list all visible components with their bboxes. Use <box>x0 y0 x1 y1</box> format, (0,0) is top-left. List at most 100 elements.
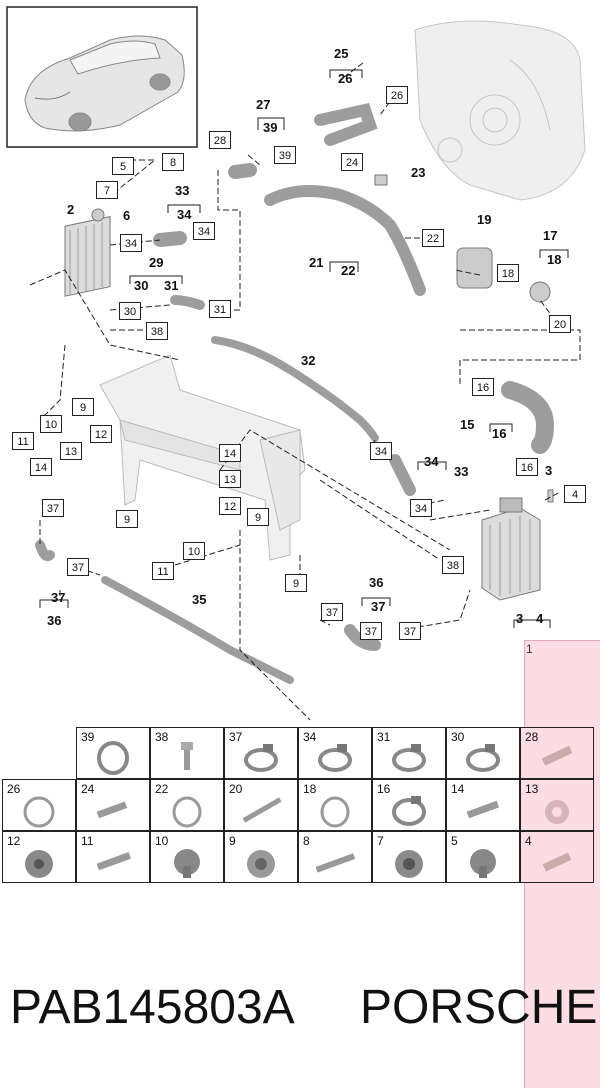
part-cell: 9 <box>224 831 298 883</box>
ref-number: 32 <box>301 353 316 368</box>
part-cell: 28 <box>520 727 594 779</box>
callout-box: 12 <box>219 497 241 515</box>
callout-box: 34 <box>410 499 432 517</box>
callout-box: 34 <box>120 234 142 252</box>
ref-number: 31 <box>164 278 179 293</box>
ref-number: 37 <box>51 590 66 605</box>
ref-number: 22 <box>341 263 356 278</box>
ref-number: 15 <box>460 417 475 432</box>
part-cell: 13 <box>520 779 594 831</box>
ref-number: 4 <box>536 611 544 626</box>
part-cell: 12 <box>2 831 76 883</box>
bolt-icon <box>315 853 356 873</box>
hose-clamp-icon <box>466 744 500 772</box>
ref-number: 27 <box>256 97 271 112</box>
callout-box: 9 <box>116 510 138 528</box>
callout-box: 13 <box>60 442 82 460</box>
components-small <box>91 174 554 503</box>
parts-grid: 39 38 37 34 31 30 28 26 24 22 20 18 16 1… <box>2 727 598 887</box>
exploded-view-drawing <box>6 6 586 721</box>
ref-number: 18 <box>547 252 562 267</box>
ref-number: 2 <box>67 202 75 217</box>
callout-box: 37 <box>67 558 89 576</box>
hose-clamp-icon <box>318 744 352 772</box>
callout-box: 10 <box>40 415 62 433</box>
ref-number: 36 <box>47 613 62 628</box>
ref-number: 33 <box>175 183 190 198</box>
ref-number: 37 <box>371 599 386 614</box>
callout-box: 4 <box>564 485 586 503</box>
ring-icon <box>23 796 55 828</box>
hose-clamp-icon <box>244 744 278 772</box>
hose-clamp-icon <box>392 744 426 772</box>
ref-number: 36 <box>369 575 384 590</box>
callout-box: 12 <box>90 425 112 443</box>
callout-box: 37 <box>399 622 421 640</box>
callout-box: 22 <box>422 229 444 247</box>
part-cell: 39 <box>76 727 150 779</box>
ref-number: 3 <box>516 611 524 626</box>
hose-clamp-icon <box>392 796 426 826</box>
callout-box: 38 <box>442 556 464 574</box>
part-cell: 37 <box>224 727 298 779</box>
ref-number: 29 <box>149 255 164 270</box>
part-cell: 8 <box>298 831 372 883</box>
callout-box: 24 <box>341 153 363 171</box>
ring-icon <box>320 796 350 828</box>
callout-box: 8 <box>162 153 184 171</box>
callout-box: 13 <box>219 470 241 488</box>
callout-box: 16 <box>472 378 494 396</box>
brand-name: PORSCHE <box>360 981 598 1034</box>
callout-box: 14 <box>30 458 52 476</box>
part-cell: 38 <box>150 727 224 779</box>
ref-number: 6 <box>123 208 131 223</box>
callout-box: 37 <box>360 622 382 640</box>
ref-number: 33 <box>454 464 469 479</box>
ring-icon <box>172 796 202 828</box>
callout-box: 10 <box>183 542 205 560</box>
engine-block <box>414 20 586 201</box>
clip-icon <box>181 742 193 770</box>
ref-number: 34 <box>177 207 192 222</box>
part-cell: 22 <box>150 779 224 831</box>
callout-box: 7 <box>96 181 118 199</box>
ref-number: 23 <box>411 165 426 180</box>
part-cell: 31 <box>372 727 446 779</box>
callout-box: 18 <box>497 264 519 282</box>
bushing-icon <box>470 849 496 878</box>
ref-number: 30 <box>134 278 149 293</box>
screw-icon <box>541 745 573 766</box>
bushing-icon <box>174 849 200 878</box>
ref-number: 21 <box>309 255 324 270</box>
part-cell: 34 <box>298 727 372 779</box>
part-cell: 11 <box>76 831 150 883</box>
part-cell: 30 <box>446 727 520 779</box>
ring-icon <box>97 741 129 775</box>
callout-box: 34 <box>370 442 392 460</box>
part-cell: 5 <box>446 831 520 883</box>
part-cell: 26 <box>2 779 76 831</box>
ref-number: 25 <box>334 46 349 61</box>
part-cell: 4 <box>520 831 594 883</box>
part-cell: 10 <box>150 831 224 883</box>
hoses <box>35 102 555 684</box>
bolt-icon <box>96 852 131 871</box>
ref-number: 19 <box>477 212 492 227</box>
part-cell: 7 <box>372 831 446 883</box>
callout-box: 38 <box>146 322 168 340</box>
part-code: PAB145803A <box>10 981 295 1034</box>
callout-box: 37 <box>321 603 343 621</box>
car-thumbnail <box>24 35 185 132</box>
part-cell: 14 <box>446 779 520 831</box>
callout-box: 16 <box>516 458 538 476</box>
auxiliary-radiator-left <box>64 216 111 297</box>
ref-number: 17 <box>543 228 558 243</box>
ref-number: 26 <box>338 71 353 86</box>
bushing-icon <box>25 850 53 878</box>
callout-box: 26 <box>386 86 408 104</box>
part-cell: 18 <box>298 779 372 831</box>
auxiliary-radiator-right <box>481 497 541 601</box>
callout-box: 39 <box>274 146 296 164</box>
grommet-icon <box>247 850 275 878</box>
